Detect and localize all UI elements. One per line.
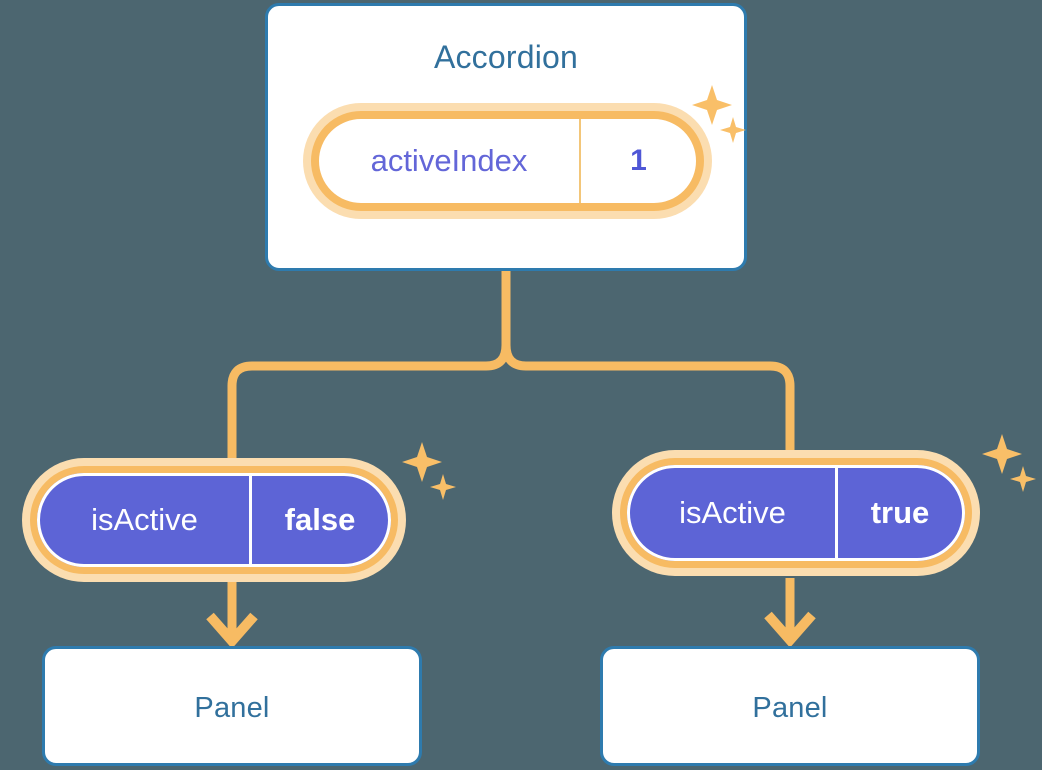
panel-card-left[interactable]: Panel — [42, 646, 422, 766]
down-arrow-icon-left — [206, 582, 258, 649]
state-pill-isactive-true[interactable]: isActive true — [620, 458, 972, 568]
connector-branch-right — [501, 344, 795, 456]
panel-card-left-title: Panel — [194, 692, 270, 724]
sparkle-icon-right — [982, 434, 1036, 492]
panel-card-right[interactable]: Panel — [600, 646, 980, 766]
state-pill-isactive-true-value: true — [870, 495, 930, 530]
page-title: Accordion — [433, 39, 579, 75]
connector-branch-left — [227, 344, 511, 462]
state-pill-activeindex-name: activeIndex — [319, 119, 581, 203]
state-pill-activeindex[interactable]: activeIndex 1 — [311, 111, 704, 211]
state-pill-isactive-false-value: false — [284, 502, 356, 537]
state-pill-isactive-true-name: isActive — [630, 468, 838, 558]
down-arrow-icon-right — [764, 578, 816, 648]
accordion-component-card[interactable]: Accordion activeIndex 1 — [265, 3, 747, 271]
state-pill-activeindex-value: 1 — [630, 144, 647, 177]
sparkle-icon-left — [402, 442, 456, 500]
state-pill-isactive-false-name: isActive — [40, 476, 252, 564]
state-pill-isactive-false[interactable]: isActive false — [30, 466, 398, 574]
panel-card-right-title: Panel — [752, 692, 828, 724]
